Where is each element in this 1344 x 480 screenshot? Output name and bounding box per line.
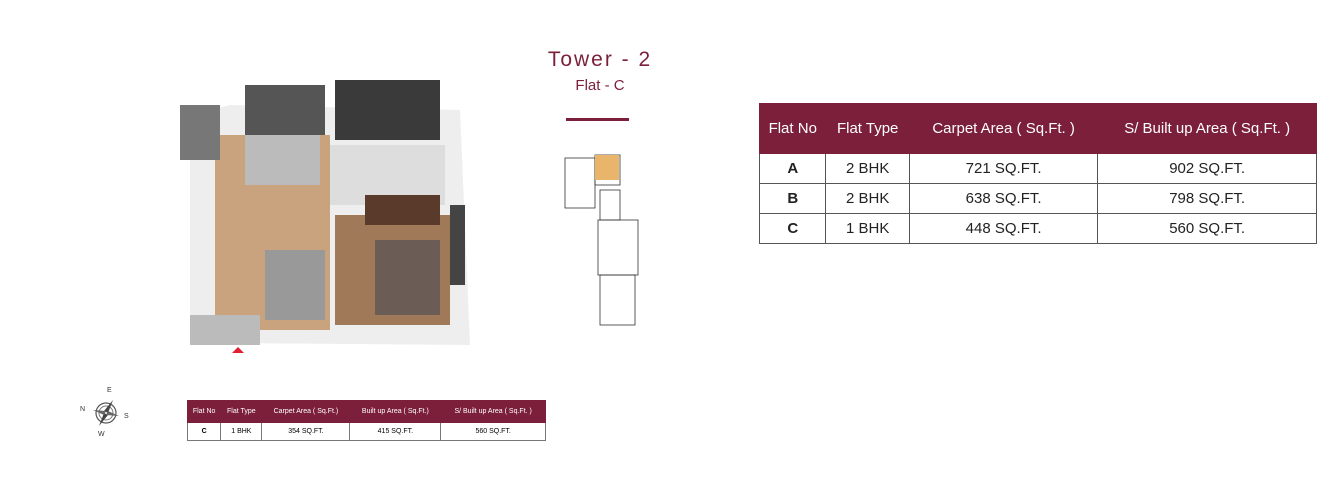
cell-super-built-up-area: 902 SQ.FT. <box>1097 153 1317 184</box>
cell-carpet-area: 638 SQ.FT. <box>908 183 1099 214</box>
cell-super-built-up-area: 798 SQ.FT. <box>1097 183 1317 214</box>
table-row: B 2 BHK 638 SQ.FT. 798 SQ.FT. <box>758 183 1317 214</box>
table-header-row: Flat No Flat Type Carpet Area ( Sq.Ft. )… <box>758 103 1317 154</box>
compass-north-label: N <box>80 406 86 413</box>
flat-c-area-table: Flat No Flat Type Carpet Area ( Sq.Ft.) … <box>186 400 546 441</box>
header-super-built-up-area: S/ Built up Area ( Sq.Ft. ) <box>1097 103 1317 154</box>
compass-east-label: E <box>107 387 112 394</box>
header-flat-no: Flat No <box>186 400 222 423</box>
compass-west-label: W <box>98 431 105 438</box>
flat-area-table: Flat No Flat Type Carpet Area ( Sq.Ft. )… <box>758 103 1317 244</box>
header-carpet-area: Carpet Area ( Sq.Ft. ) <box>908 103 1099 154</box>
header-flat-type: Flat Type <box>825 103 910 154</box>
cell-flat-no: A <box>758 153 827 184</box>
title-divider <box>566 118 629 121</box>
compass-rose-icon <box>93 400 119 426</box>
compass: E N S W <box>78 385 133 440</box>
header-flat-type: Flat Type <box>220 400 263 423</box>
cell-flat-type: 2 BHK <box>825 183 910 214</box>
cell-built-up-area: 415 SQ.FT. <box>349 422 442 441</box>
cell-flat-no: C <box>186 422 222 441</box>
floor-plan-3d-image <box>180 80 470 353</box>
table-row: A 2 BHK 721 SQ.FT. 902 SQ.FT. <box>758 153 1317 184</box>
cell-flat-type: 2 BHK <box>825 153 910 184</box>
table-row: C 1 BHK 354 SQ.FT. 415 SQ.FT. 560 SQ.FT. <box>186 422 546 441</box>
cell-super-built-up-area: 560 SQ.FT. <box>1097 213 1317 244</box>
cell-flat-type: 1 BHK <box>220 422 263 441</box>
table-row: C 1 BHK 448 SQ.FT. 560 SQ.FT. <box>758 213 1317 244</box>
table-header-row: Flat No Flat Type Carpet Area ( Sq.Ft.) … <box>186 400 546 423</box>
cell-flat-type: 1 BHK <box>825 213 910 244</box>
flat-subtitle: Flat - C <box>575 77 625 94</box>
header-flat-no: Flat No <box>758 103 827 154</box>
cell-super-built-up-area: 560 SQ.FT. <box>440 422 546 441</box>
tower-title: Tower - 2 <box>547 48 653 71</box>
cell-carpet-area: 721 SQ.FT. <box>908 153 1099 184</box>
key-plan-image <box>564 154 639 326</box>
cell-carpet-area: 448 SQ.FT. <box>908 213 1099 244</box>
cell-flat-no: B <box>758 183 827 214</box>
compass-south-label: S <box>124 413 129 420</box>
header-carpet-area: Carpet Area ( Sq.Ft.) <box>261 400 351 423</box>
cell-carpet-area: 354 SQ.FT. <box>261 422 351 441</box>
header-built-up-area: Built up Area ( Sq.Ft.) <box>349 400 442 423</box>
header-super-built-up-area: S/ Built up Area ( Sq.Ft. ) <box>440 400 546 423</box>
cell-flat-no: C <box>758 213 827 244</box>
